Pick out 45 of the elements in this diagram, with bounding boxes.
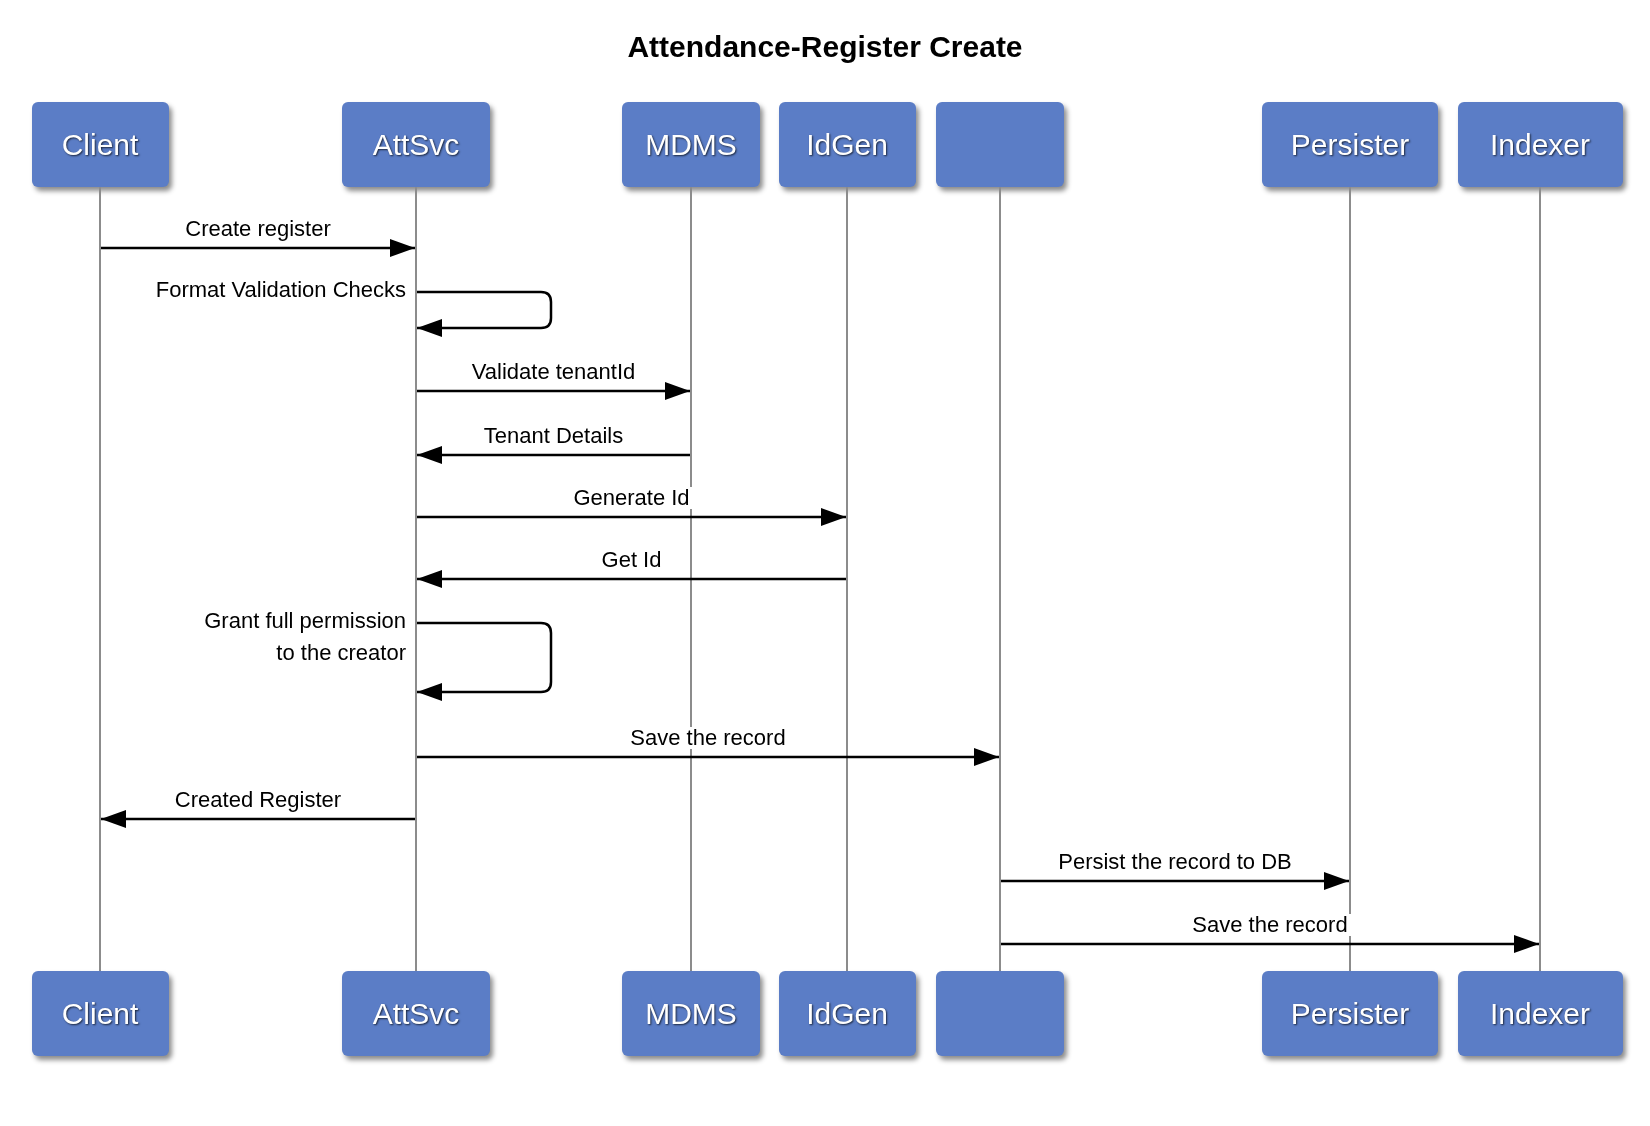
participant-box	[622, 102, 760, 187]
participant-label: MDMS	[645, 996, 737, 1032]
participant-label: IdGen	[806, 996, 888, 1032]
participant-box	[1457, 971, 1623, 1056]
message-arrow	[417, 290, 553, 337]
lifeline	[846, 187, 848, 971]
message-arrow	[417, 382, 690, 400]
message-arrow	[1001, 872, 1349, 890]
message-arrow	[417, 748, 999, 766]
participant-label: Client	[61, 127, 139, 163]
message-arrow	[417, 570, 846, 588]
participant-label: Client	[61, 996, 139, 1032]
participant-box	[1262, 971, 1438, 1056]
participant-label: AttSvc	[372, 996, 460, 1032]
participant-box	[31, 102, 169, 187]
participant-box	[1262, 102, 1438, 187]
lifeline	[99, 187, 101, 971]
participant-label: Indexer	[1489, 127, 1591, 163]
participant-label: IdGen	[806, 127, 888, 163]
diagram-title: Attendance-Register Create	[627, 29, 1023, 65]
message-arrow	[417, 621, 553, 701]
participant-label: Persister	[1290, 996, 1410, 1032]
participant-label: MDMS	[645, 127, 737, 163]
participant-label: AttSvc	[372, 127, 460, 163]
message-arrow	[1001, 935, 1539, 953]
participant-box	[622, 971, 760, 1056]
lifeline	[415, 187, 417, 971]
lifeline	[1349, 187, 1351, 971]
participant-box	[1457, 102, 1623, 187]
lifeline	[690, 187, 692, 971]
message-arrow	[417, 446, 690, 464]
participant-box	[936, 971, 1064, 1056]
participant-box	[778, 102, 916, 187]
participant-box	[342, 102, 490, 187]
message-arrow	[101, 810, 415, 828]
message-arrow	[417, 508, 846, 526]
participant-label: Persister	[1290, 127, 1410, 163]
participant-box	[342, 971, 490, 1056]
participant-box	[778, 971, 916, 1056]
lifeline	[1539, 187, 1541, 971]
participant-label: Indexer	[1489, 996, 1591, 1032]
lifeline	[999, 187, 1001, 971]
message-arrow	[101, 239, 415, 257]
participant-box	[31, 971, 169, 1056]
participant-box	[936, 102, 1064, 187]
